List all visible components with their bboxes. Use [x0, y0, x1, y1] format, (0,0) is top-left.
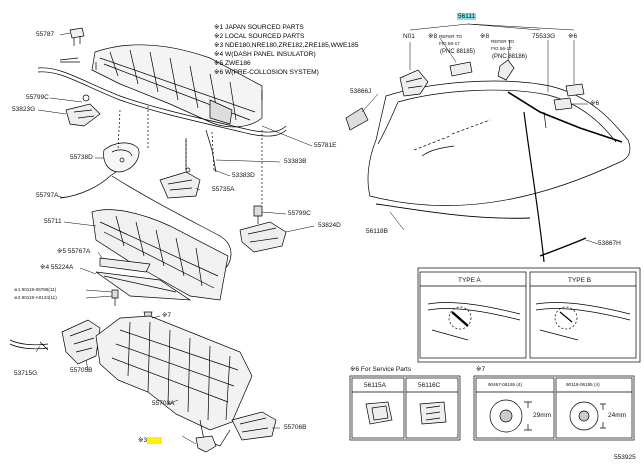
callout-53824D[interactable]: 53824D — [318, 222, 341, 229]
callout-56116C[interactable]: 56116C — [418, 382, 441, 389]
callout-refer8-left[interactable]: ※8 — [428, 33, 438, 40]
refer-right-line2: FIG 56-17 — [491, 46, 512, 51]
part-55767A — [99, 257, 151, 273]
cowl-louver-upper — [91, 44, 263, 128]
part-53824D — [239, 221, 287, 253]
part-55799C-right — [253, 205, 263, 224]
callout-55738D[interactable]: 55738D — [70, 154, 93, 161]
callout-55224A[interactable]: ※4 55224A — [40, 264, 74, 271]
part-55705B — [61, 319, 101, 365]
callout-55787[interactable]: 55787 — [36, 31, 55, 38]
callout-55735A[interactable]: 55735A — [212, 186, 235, 193]
callout-75533G[interactable]: 75533G — [532, 33, 556, 40]
callout-56111-text: 56111 — [457, 13, 477, 20]
note-models: ※3 NDE180,NRE180,ZRE182,ZRE185,WWE185 — [214, 42, 359, 49]
part-55711 — [91, 209, 229, 301]
refer-left-line2: FIG 56-17 — [439, 41, 460, 46]
part-55787 — [69, 27, 85, 46]
part-55706B — [231, 411, 277, 441]
note3-highlight — [147, 437, 162, 444]
mirror-bracket — [449, 61, 473, 77]
callout-53867H[interactable]: 53867H — [598, 240, 621, 247]
callout-56115A[interactable]: 56115A — [364, 382, 386, 389]
callout-note6-right[interactable]: ※6 — [590, 100, 600, 107]
note-zwe186: ※5 ZWE186 — [214, 60, 251, 67]
callout-55781E[interactable]: 55781E — [314, 142, 337, 149]
note-dash-insulator: ※4 W(DASH PANEL INSULATOR) — [214, 51, 316, 58]
callout-53383D[interactable]: 53383D — [232, 172, 255, 179]
note-local-sourced: ※2 LOCAL SOURCED PARTS — [214, 33, 305, 40]
callout-55706B[interactable]: 55706B — [284, 424, 307, 431]
refer-right-line1: REFER TO — [491, 39, 515, 44]
part-53383B — [185, 129, 217, 173]
callout-55797A[interactable]: 55797A — [36, 192, 59, 199]
leader-lines-right — [361, 23, 599, 245]
part-55703A — [95, 315, 253, 447]
part-53866J — [345, 107, 369, 131]
callout-note7[interactable]: ※7 — [162, 312, 172, 319]
clip-a-size: 29mm — [533, 412, 552, 419]
part-55735A — [159, 167, 201, 199]
type-b-label: TYPE B — [568, 277, 592, 284]
note-pre-collision: ※6 W(PRE-COLLOSION SYSTEM) — [214, 69, 319, 76]
wiper-link-rods — [37, 57, 287, 137]
callout-56118B[interactable]: 56118B — [366, 228, 388, 235]
callout-53383B[interactable]: 53383B — [284, 158, 307, 165]
refer-left-line1: REFER TO — [439, 34, 463, 39]
windshield-glass — [367, 80, 631, 206]
part-note3-bracket — [195, 435, 217, 453]
callout-90467-06165[interactable]: 90467-06165 (4) — [488, 382, 522, 387]
service-parts-box — [349, 375, 461, 441]
part-55224A — [95, 271, 192, 301]
callout-note6-top[interactable]: ※6 — [568, 33, 578, 40]
mirror-bracket-right — [497, 59, 515, 81]
part-53823G — [65, 94, 101, 127]
clip-box — [473, 375, 635, 441]
side-seal — [523, 111, 545, 263]
note-japan-sourced: ※1 JAPAN SOURCED PARTS — [214, 24, 304, 31]
callout-refer8-right[interactable]: ※8 — [480, 33, 490, 40]
callout-55711[interactable]: 55711 — [44, 218, 62, 225]
leader-dashes — [117, 106, 263, 206]
clip-box-header: ※7 — [476, 366, 486, 373]
callout-55799C-left[interactable]: 55799C — [26, 94, 49, 101]
callout-56111[interactable]: 56111 — [457, 13, 477, 21]
part-53867H — [539, 237, 587, 257]
callout-note3[interactable]: ※3 — [138, 437, 162, 445]
callout-55799C-right[interactable]: 55799C — [288, 210, 311, 217]
leader-lines-left — [35, 32, 315, 445]
part-55738D — [103, 142, 140, 173]
service-parts-header: ※6 For Service Parts — [350, 366, 412, 373]
clip-b-size: 24mm — [608, 412, 627, 419]
part-note6-pieces — [553, 83, 585, 111]
type-a-label: TYPE A — [458, 277, 481, 284]
callout-90119-06786[interactable]: ※1 90119-06786(11) — [14, 287, 57, 292]
callout-N01[interactable]: N01 — [403, 33, 415, 40]
part-56118B — [375, 203, 531, 219]
callout-53823G[interactable]: 53823G — [12, 106, 36, 113]
detail-box — [417, 267, 641, 363]
refer-left-line3: (PNC 88185) — [440, 49, 476, 55]
refer-right-line3: (PNC 88186) — [492, 54, 528, 60]
callout-55703A[interactable]: 55703A — [152, 400, 175, 407]
callout-90119-06185[interactable]: 90119-06185 (4) — [566, 382, 600, 387]
part-53715G — [9, 339, 49, 351]
callout-55767A[interactable]: ※5 55767A — [57, 248, 91, 255]
callout-55705B[interactable]: 55705B — [70, 367, 93, 374]
figure-number: 553925 — [614, 454, 636, 461]
callout-53866J[interactable]: 53866J — [350, 88, 372, 95]
part-N01 — [399, 69, 429, 97]
part-75533G — [507, 91, 623, 143]
note3-label: ※3 — [138, 437, 148, 444]
callout-53715G[interactable]: 53715G — [14, 370, 38, 377]
callout-90119-A0134[interactable]: ※2 90119-A0134(11) — [14, 295, 57, 300]
